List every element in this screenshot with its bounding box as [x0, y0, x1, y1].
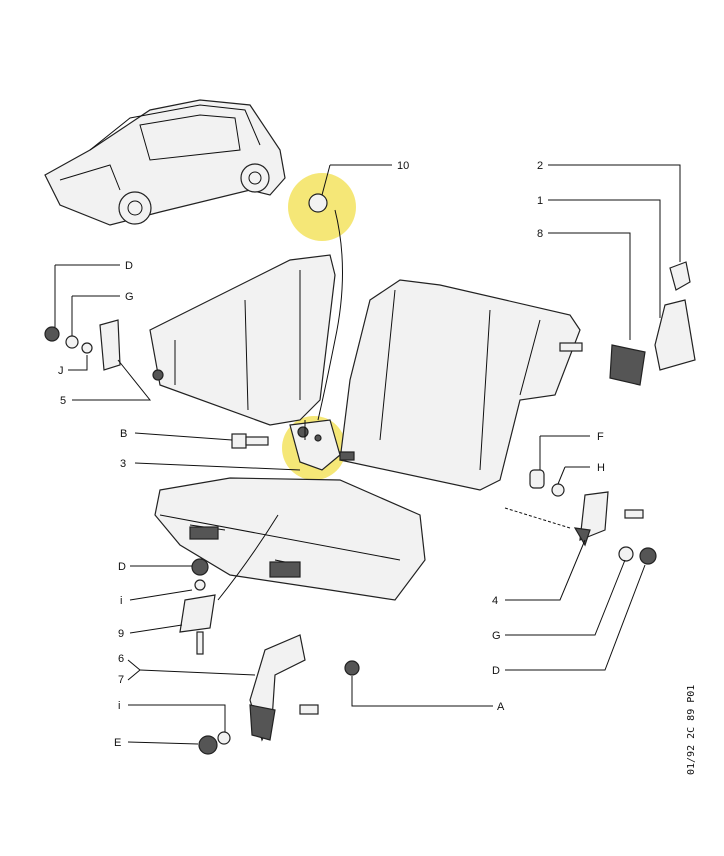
left-fixings — [44, 319, 164, 381]
label-e: E — [114, 737, 121, 749]
label-h: H — [597, 462, 605, 474]
seat-back-left — [149, 254, 336, 426]
hinge-assembly — [559, 261, 696, 386]
label-1: 1 — [537, 195, 543, 207]
lower-fixings — [179, 514, 360, 755]
label-i-low: i — [118, 700, 120, 712]
label-9: 9 — [118, 628, 124, 640]
callout-labels: 10 2 1 8 D G J 5 B 3 F H 4 G D D i 9 6 7… — [58, 160, 605, 749]
label-5: 5 — [60, 395, 66, 407]
label-10: 10 — [397, 160, 409, 172]
car-illustration — [44, 99, 286, 226]
label-d-right: D — [492, 665, 500, 677]
seat-back-right — [339, 279, 581, 491]
label-d-left: D — [118, 561, 126, 573]
label-b: B — [120, 428, 127, 440]
label-g-right: G — [492, 630, 501, 642]
latch-plate — [339, 451, 355, 461]
part-b-bolt — [231, 433, 269, 449]
label-f: F — [597, 431, 604, 443]
leader-lines — [54, 164, 681, 745]
label-8: 8 — [537, 228, 543, 240]
label-a: A — [497, 701, 505, 713]
seat-cushion — [154, 477, 426, 601]
label-i-mid: i — [120, 595, 122, 607]
label-4: 4 — [492, 595, 498, 607]
label-j: J — [58, 365, 64, 377]
reference-code: 01/92 2C 89 P01 — [686, 685, 697, 775]
label-6: 6 — [118, 653, 124, 665]
label-g-top: G — [125, 291, 134, 303]
label-7: 7 — [118, 674, 124, 686]
right-fixings — [504, 469, 657, 565]
label-3: 3 — [120, 458, 126, 470]
label-d-top: D — [125, 260, 133, 272]
part-10-knob — [308, 193, 328, 213]
label-2: 2 — [537, 160, 543, 172]
release-cable — [317, 209, 343, 421]
